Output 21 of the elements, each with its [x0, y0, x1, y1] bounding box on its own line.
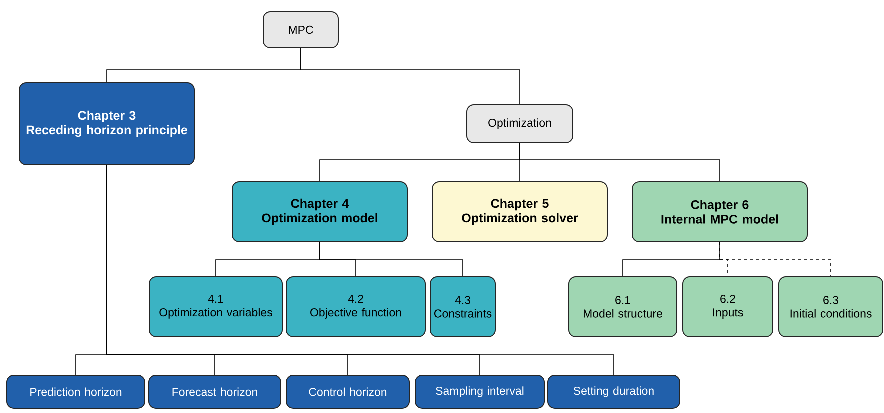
section-box: 6.2 Inputs	[682, 276, 774, 338]
parameter-box: Setting duration	[548, 375, 680, 409]
section-box: 6.3 Initial conditions	[778, 276, 884, 338]
node-box: MPC	[263, 12, 339, 48]
section-box: 4.1 Optimization variables	[149, 276, 283, 338]
parameter-box: Forecast horizon	[148, 375, 282, 409]
parameter-box: Control horizon	[286, 375, 410, 409]
chapter-box: Chapter 4 Optimization model	[232, 182, 408, 242]
section-box: 6.1 Model structure	[568, 276, 678, 338]
parameter-box: Sampling interval	[415, 375, 545, 409]
chapter-box: Chapter 6 Internal MPC model	[632, 182, 808, 242]
connector-line	[720, 242, 832, 278]
chapter-box: Chapter 5 Optimization solver	[432, 182, 608, 242]
connector-line	[320, 242, 464, 278]
connector-line	[300, 48, 520, 106]
chapter-box: Chapter 3 Receding horizon principle	[19, 82, 195, 166]
connector-line	[520, 142, 720, 182]
node-box: Optimization	[466, 104, 574, 144]
section-box: 4.2 Objective function	[286, 276, 426, 338]
section-box: 4.3 Constraints	[430, 276, 496, 338]
parameter-box: Prediction horizon	[6, 375, 146, 409]
